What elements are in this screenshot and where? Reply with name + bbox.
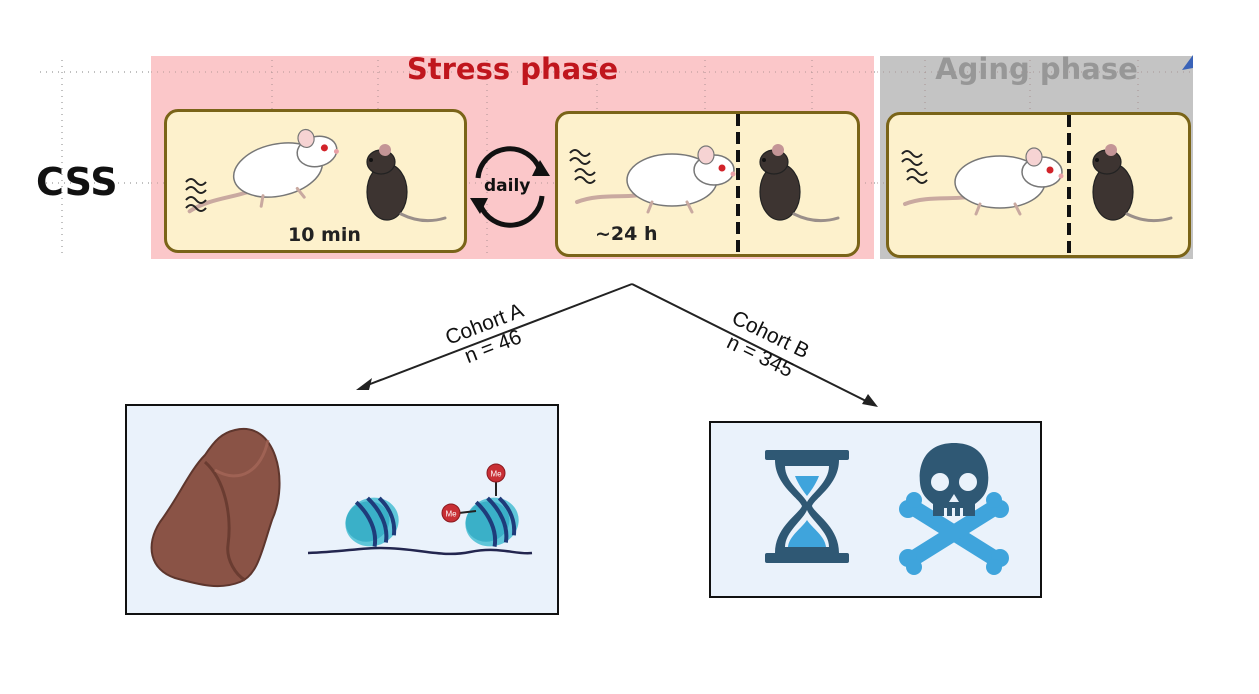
liver-icon [150, 427, 281, 588]
skull-crossbones-icon [899, 443, 1009, 575]
nucleosome-icon [465, 496, 519, 547]
cycle-arrows-icon [470, 146, 550, 228]
daily-label: daily [484, 176, 531, 196]
hourglass-icon [765, 450, 849, 563]
methyl-mark-icon: Me [486, 463, 506, 496]
encounter-duration: 10 min [288, 224, 361, 246]
methyl-mark-icon: Me [441, 503, 477, 523]
cohort-arrows [364, 283, 873, 405]
nucleosome-icon [345, 496, 399, 547]
methyl-label: Me [445, 510, 457, 519]
cohort-a-arrowhead [356, 378, 372, 390]
aging-phase-title: Aging phase [935, 52, 1138, 86]
group-label: CSS [36, 160, 118, 204]
encounter-cage [164, 109, 467, 253]
methyl-label: Me [490, 470, 502, 479]
stress-phase-title: Stress phase [406, 52, 619, 86]
cohabitation-duration: ~24 h [595, 223, 658, 245]
cohort-b-arrowhead [862, 394, 878, 407]
